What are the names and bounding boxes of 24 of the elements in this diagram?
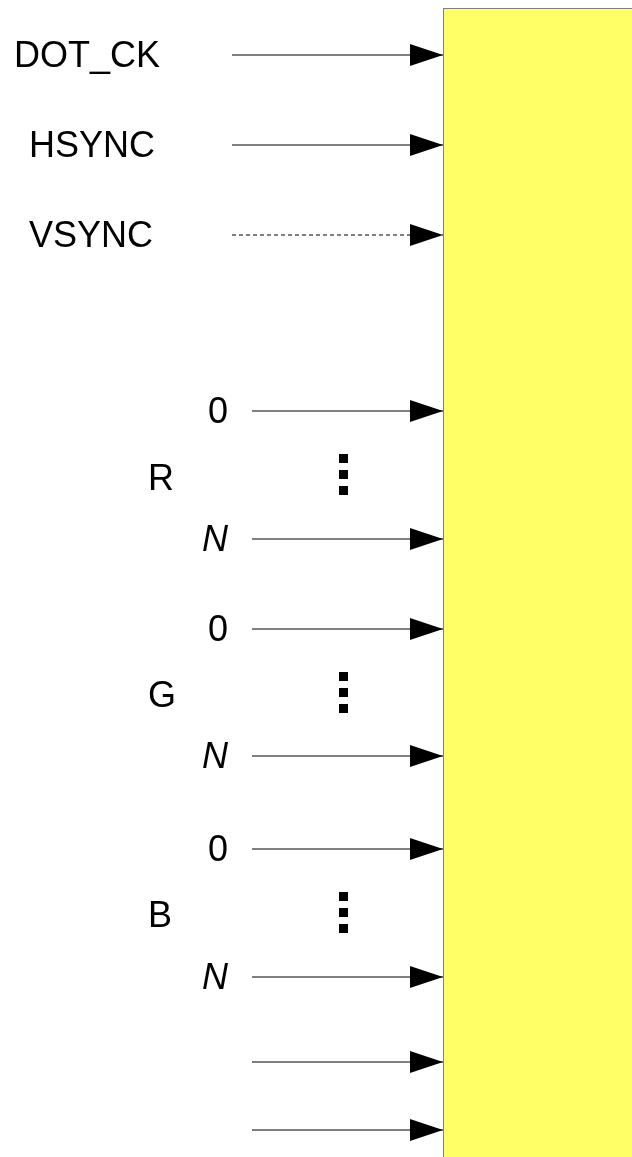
arrow — [231, 224, 444, 246]
signal-name: N — [150, 736, 252, 776]
signal-name: 0 — [150, 391, 252, 431]
signal-name: N — [150, 957, 252, 997]
signal-name: 0 — [150, 609, 252, 649]
bus-label: B — [148, 895, 172, 935]
arrow — [231, 44, 444, 66]
arrow — [251, 838, 444, 860]
signal-name: 0 — [150, 829, 252, 869]
signal-name: N — [150, 519, 252, 559]
arrow — [251, 966, 444, 988]
bus-label: G — [148, 675, 176, 715]
signal-name: DOT_CK — [14, 35, 232, 75]
signal-name: HSYNC — [29, 125, 232, 165]
signal-name: VSYNC — [29, 215, 232, 255]
block — [443, 8, 632, 1157]
arrow — [251, 745, 444, 767]
bus-label: R — [148, 458, 174, 498]
arrow — [251, 618, 444, 640]
arrow — [251, 400, 444, 422]
arrow — [251, 1119, 444, 1141]
arrow — [231, 134, 444, 156]
arrow — [251, 1051, 444, 1073]
arrow — [251, 528, 444, 550]
